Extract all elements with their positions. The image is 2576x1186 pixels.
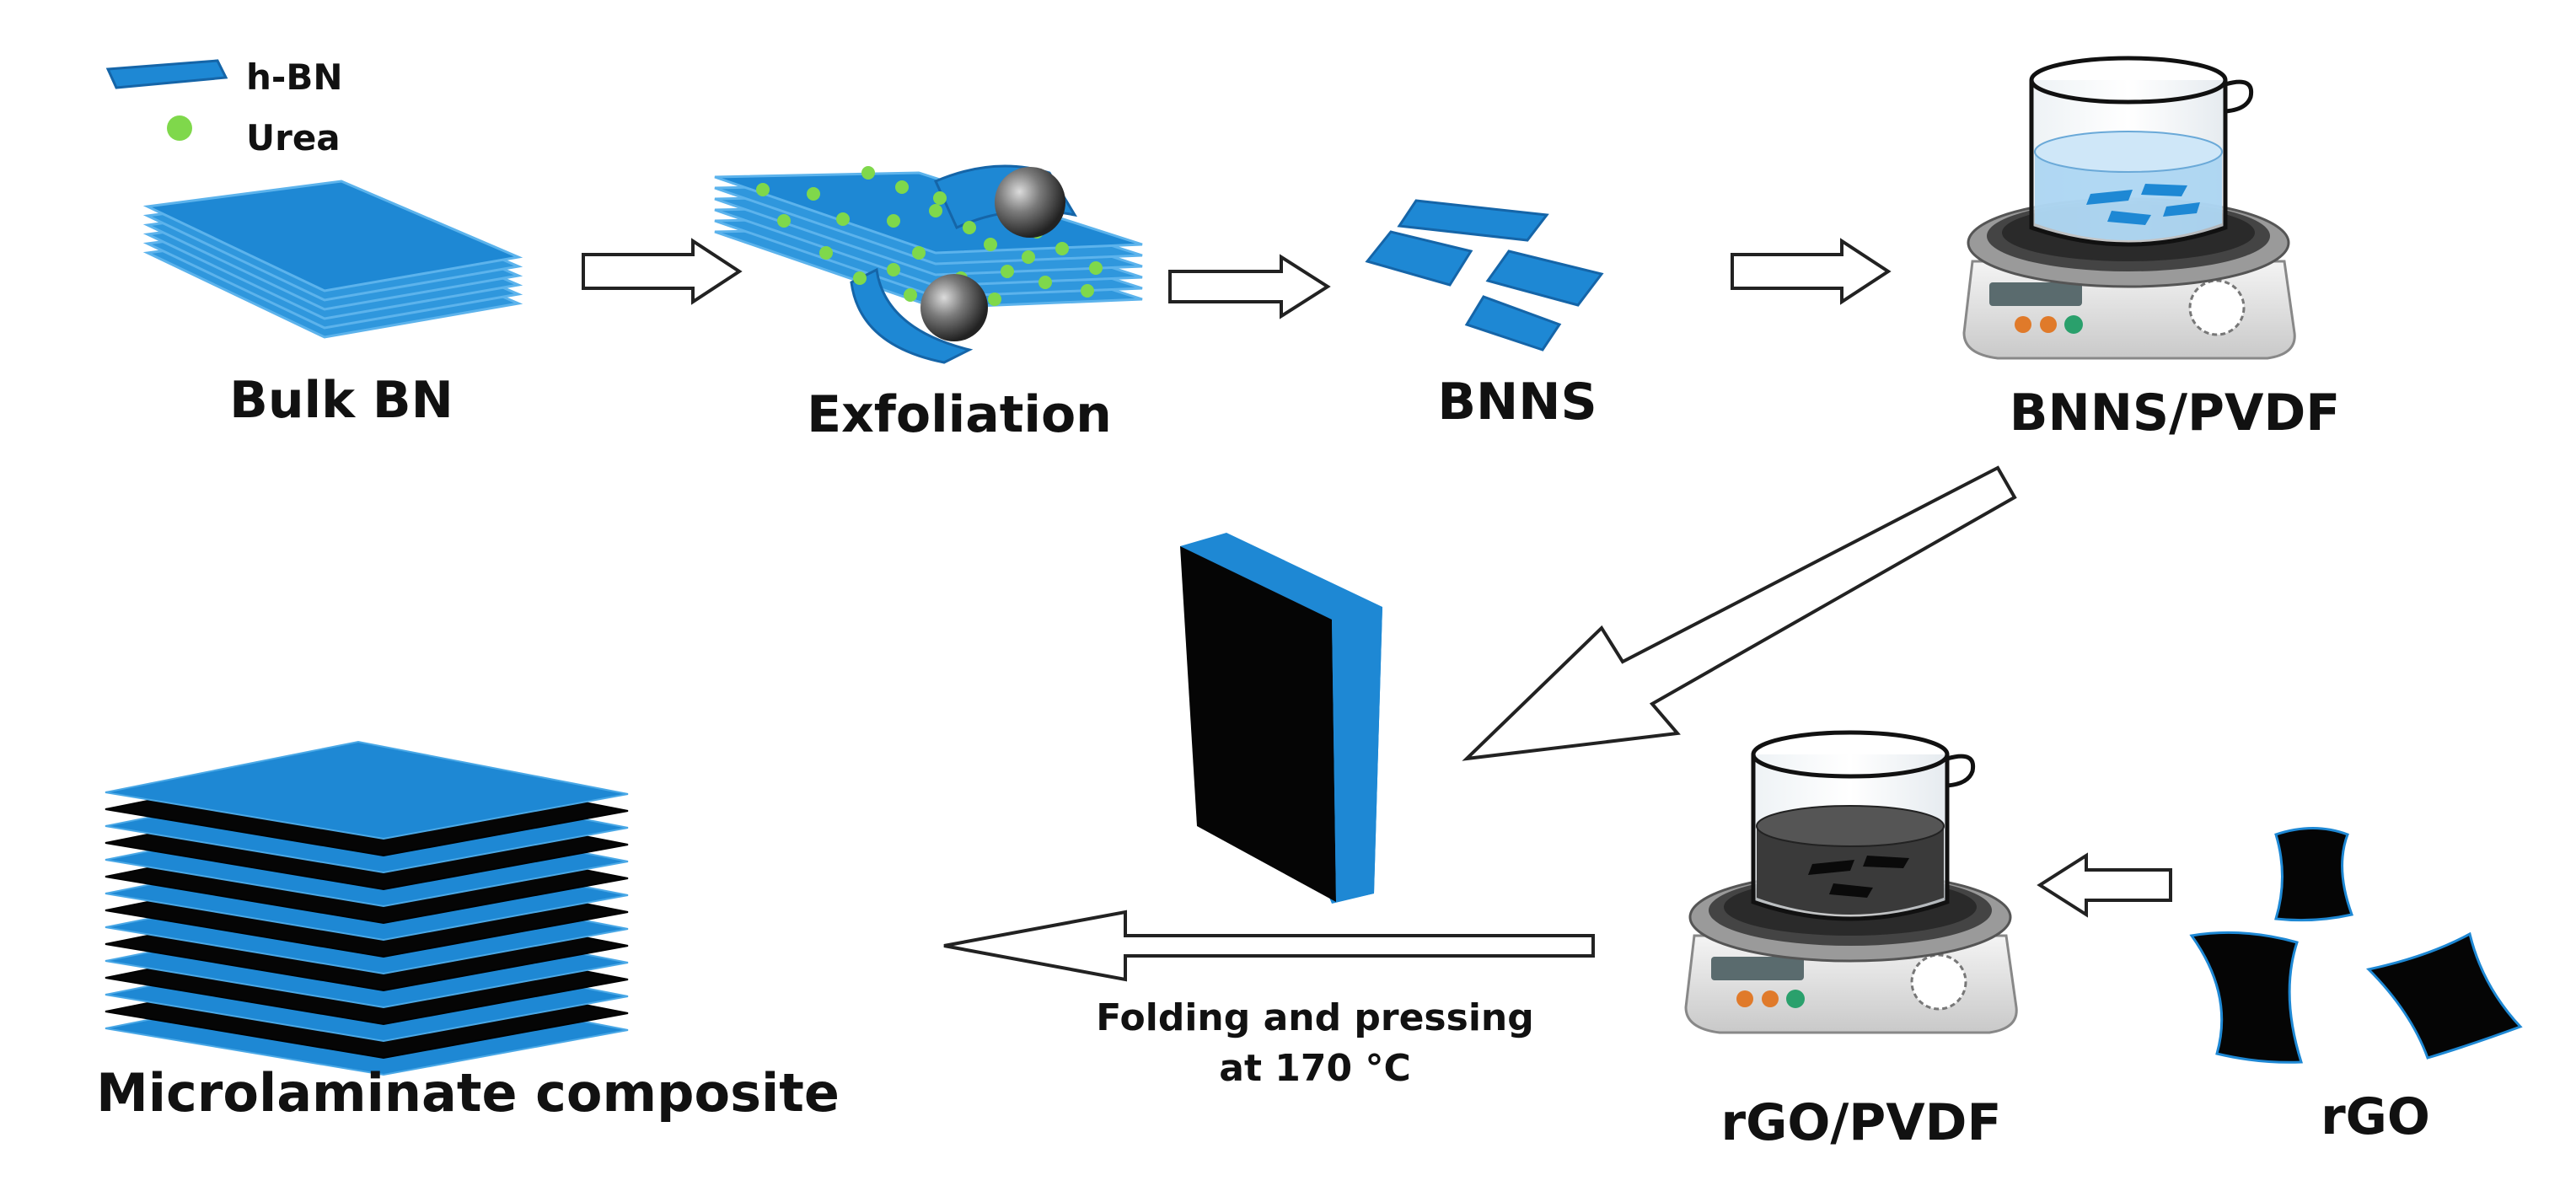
urea-dot	[887, 263, 900, 276]
urea-legend-label: Urea	[246, 117, 341, 158]
bulk-bn-stack-icon	[142, 180, 523, 339]
urea-dot	[1001, 265, 1014, 278]
arrow-film-to-microlaminate	[943, 910, 1595, 982]
urea-legend-icon	[167, 115, 192, 141]
rgo-label: rGO	[2321, 1087, 2430, 1146]
urea-dot	[895, 180, 909, 194]
rgo-pvdf-label: rGO/PVDF	[1721, 1093, 2002, 1152]
exfoliation-label: Exfoliation	[807, 385, 1112, 444]
process-text-line2: at 170 °C	[1219, 1047, 1411, 1090]
arrow-bulk-to-exfoliation	[582, 238, 743, 305]
bn-layer	[142, 180, 523, 292]
arrow-rgo-to-rgo-pvdf	[2037, 852, 2172, 918]
urea-dot	[756, 183, 770, 196]
hbn-legend-icon	[105, 59, 228, 89]
urea-dot	[1038, 276, 1052, 289]
bnns-pvdf-label: BNNS/PVDF	[2010, 384, 2341, 443]
urea-dot	[777, 214, 791, 228]
bnns-nanosheets-icon	[1365, 199, 1604, 352]
composite-film-icon	[1180, 533, 1382, 904]
peeling-sheet-icon	[850, 267, 974, 364]
urea-dot	[807, 187, 820, 201]
hotplate-stirrer-icon	[1684, 730, 2018, 1034]
microlaminate-stack-icon	[105, 740, 629, 1076]
urea-dot	[1022, 250, 1035, 264]
arrow-bnns-to-bnns-pvdf	[1731, 238, 1892, 305]
urea-dot	[887, 214, 900, 228]
urea-dot	[1055, 242, 1069, 255]
milling-ball-icon	[995, 167, 1065, 238]
arrow-bnns-pvdf-to-film	[1462, 465, 2017, 761]
urea-dot	[963, 221, 976, 234]
urea-dot	[819, 246, 833, 260]
urea-dot	[904, 288, 917, 302]
laminate-layer	[105, 740, 629, 840]
hotplate-stirrer-icon	[1962, 56, 2296, 360]
rgo-sheets-icon	[2189, 827, 2523, 1064]
urea-dot	[836, 212, 850, 226]
urea-dot	[912, 246, 926, 260]
urea-dot	[984, 238, 997, 251]
urea-dot	[988, 292, 1001, 306]
urea-dot	[933, 191, 947, 205]
urea-dot	[929, 204, 942, 217]
microlaminate-label: Microlaminate composite	[96, 1062, 840, 1124]
milling-ball-icon	[920, 274, 988, 341]
urea-dot	[1081, 284, 1094, 298]
exfoliation-illustration	[714, 164, 1143, 364]
urea-dot	[1089, 261, 1103, 275]
arrow-exfoliation-to-bnns	[1168, 254, 1331, 319]
bulk-bn-label: Bulk BN	[229, 371, 453, 430]
legend: h-BN Urea	[105, 56, 343, 158]
urea-dot	[853, 271, 867, 285]
bnns-label: BNNS	[1437, 373, 1597, 432]
urea-dot	[861, 166, 875, 180]
process-text-line1: Folding and pressing	[1096, 996, 1533, 1039]
hbn-legend-label: h-BN	[246, 56, 343, 98]
